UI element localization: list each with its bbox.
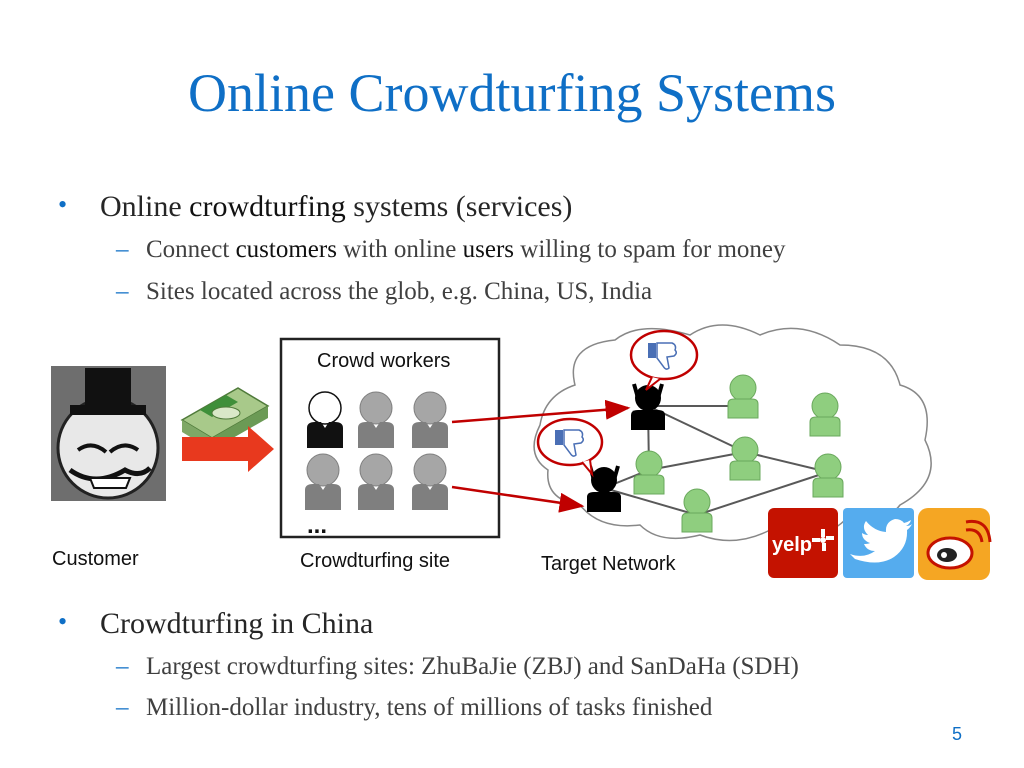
- bullet-dot: •: [58, 190, 68, 219]
- subbullet-highlight: customers: [235, 236, 337, 263]
- crowd-workers-label: Crowd workers: [317, 350, 451, 372]
- bullet-dot: •: [58, 607, 68, 636]
- svg-text:yelp: yelp: [772, 534, 812, 556]
- subbullet-text: Largest crowdturfing sites: ZhuBaJie (ZB…: [146, 653, 799, 680]
- crowd-worker-grid: [304, 391, 449, 511]
- bullet-text: Online: [100, 190, 190, 223]
- customer-label: Customer: [52, 548, 139, 570]
- subbullet-text: Million-dollar industry, tens of million…: [146, 694, 713, 721]
- yelp-logo: yelp: [768, 508, 838, 578]
- thumbs-down-icon: [555, 429, 585, 457]
- crowdturfing-site-label: Crowdturfing site: [300, 550, 451, 572]
- subbullet-text: Sites located across the glob, e.g. Chin…: [146, 278, 653, 305]
- subbullet-text: Connect: [146, 236, 236, 263]
- worker-to-target-arrow: [451, 399, 631, 424]
- bullet-crowdturfing-china: • Crowdturfing in China: [58, 607, 374, 641]
- subbullet-dash: –: [116, 236, 129, 263]
- twitter-logo: [843, 508, 914, 578]
- subbullet-dash: –: [116, 694, 129, 721]
- subbullet-highlight: users: [462, 236, 515, 263]
- bullet-highlight: crowdturfing: [189, 190, 346, 223]
- subbullet-dash: –: [116, 278, 129, 305]
- target-network-label: Target Network: [541, 553, 676, 575]
- subbullet-million-dollar: –Million-dollar industry, tens of millio…: [116, 694, 713, 722]
- bullet-online-crowdturfing: • Online crowdturfing systems (services): [58, 190, 573, 224]
- bullet-text: Crowdturfing in China: [100, 607, 374, 640]
- worker-to-target-arrow: [451, 485, 585, 513]
- worker-highlight: [307, 391, 343, 448]
- workers-ellipsis: ...: [307, 512, 328, 539]
- subbullet-text: with online: [336, 236, 463, 263]
- customer-to-site-arrow: [182, 426, 274, 472]
- subbullet-text: willing to spam for money: [514, 236, 786, 263]
- thumbs-down-icon: [648, 342, 678, 370]
- weibo-logo: [918, 508, 992, 580]
- subbullet-dash: –: [116, 653, 129, 680]
- subbullet-sites: –Sites located across the glob, e.g. Chi…: [116, 278, 653, 306]
- subbullet-largest-sites: –Largest crowdturfing sites: ZhuBaJie (Z…: [116, 653, 799, 681]
- slide-title: Online Crowdturfing Systems: [188, 63, 836, 123]
- customer-villain-image: [51, 366, 166, 501]
- subbullet-connect: –Connect customers with online users wil…: [116, 236, 786, 264]
- thumbs-down-bubble: [629, 329, 699, 391]
- bullet-text: systems (services): [345, 190, 573, 223]
- thumbs-down-bubble: [536, 417, 604, 478]
- page-number: 5: [951, 724, 962, 744]
